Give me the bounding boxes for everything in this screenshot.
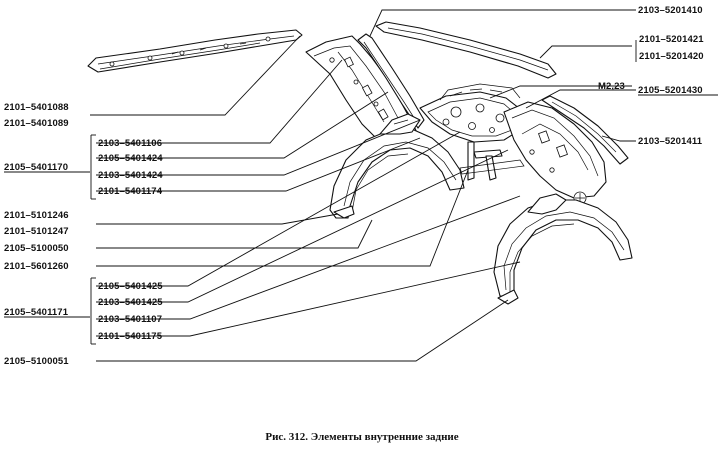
label-2105-5401424: 2105–5401424	[98, 153, 163, 164]
label-2105-5100050: 2105–5100050	[4, 243, 69, 254]
label-2101-5201421: 2101–5201421	[639, 34, 704, 45]
rear-shelf-panel	[419, 83, 525, 143]
leader-lines	[90, 9, 637, 362]
label-2103-5401107: 2103–5401107	[98, 314, 162, 325]
rear-reinforcement-bar	[87, 29, 303, 73]
label-m2-23: M2,23	[598, 81, 625, 92]
left-pillar-channel	[357, 33, 425, 129]
roof-rear-rail	[375, 21, 557, 79]
right-pillar-channel	[541, 95, 629, 165]
label-2101-5401174: 2101–5401174	[98, 186, 163, 197]
label-2103-5201411: 2103–5201411	[638, 136, 703, 147]
parts-drawing	[87, 21, 633, 305]
right-pillar-inner-panel	[503, 101, 607, 205]
label-2105-5401425: 2105–5401425	[98, 281, 163, 292]
label-2103-5401425: 2103–5401425	[98, 297, 163, 308]
left-wheel-arch	[329, 113, 465, 219]
label-2103-5201410: 2103–5201410	[638, 5, 703, 16]
figure-caption: Рис. 312. Элементы внутренние задние	[265, 431, 458, 443]
label-2101-5401175: 2101–5401175	[98, 331, 163, 342]
label-2105-5401170: 2105–5401170	[4, 162, 68, 173]
labels-left: 2101–5401088 2101–5401089 2103–5401106 2…	[4, 102, 163, 367]
shelf-supports	[459, 141, 525, 181]
label-2101-5201420: 2101–5201420	[639, 51, 704, 62]
label-2101-5401089: 2101–5401089	[4, 118, 69, 129]
labels-right: 2103–5201410 2101–5201421 2101–5201420 M…	[598, 5, 718, 147]
label-2101-5401088: 2101–5401088	[4, 102, 69, 113]
label-2101-5101246: 2101–5101246	[4, 210, 69, 221]
label-2105-5100051: 2105–5100051	[4, 356, 69, 367]
label-2103-5401106: 2103–5401106	[98, 138, 162, 149]
right-wheel-arch	[493, 193, 633, 305]
label-2101-5601260: 2101–5601260	[4, 261, 69, 272]
label-2105-5201430: 2105–5201430	[638, 85, 703, 96]
label-2103-5401424: 2103–5401424	[98, 170, 163, 181]
label-2101-5101247: 2101–5101247	[4, 226, 69, 237]
label-2105-5401171: 2105–5401171	[4, 307, 69, 318]
